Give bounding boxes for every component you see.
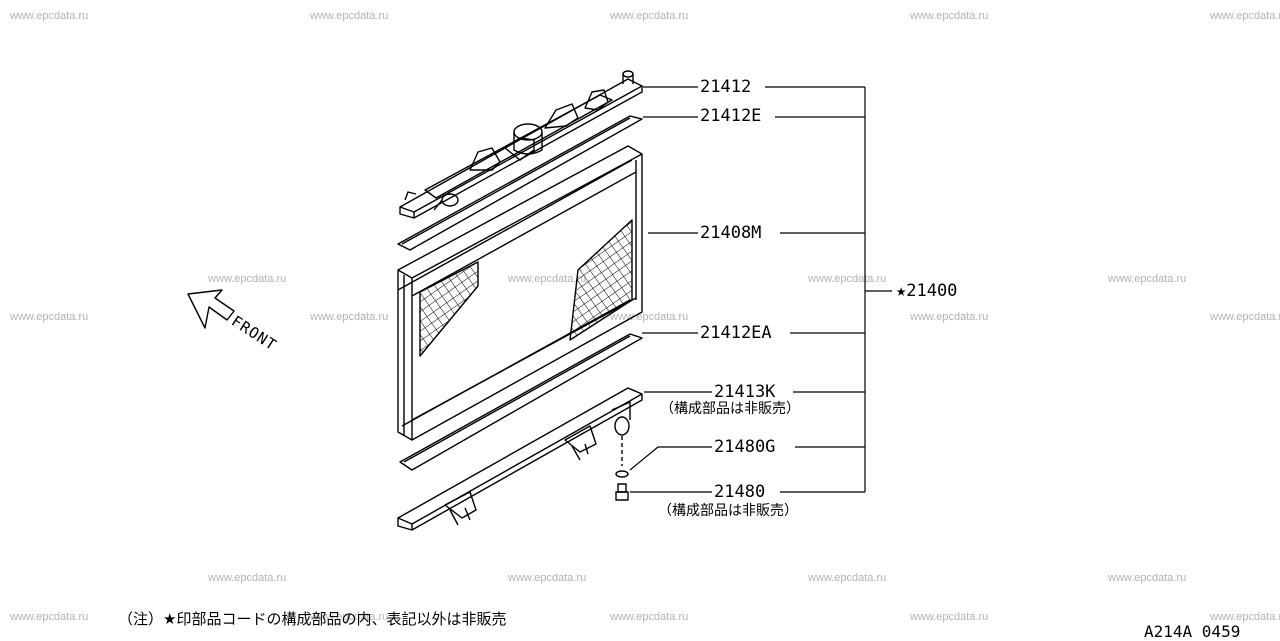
part-21408M-label: 21408M	[700, 223, 762, 243]
watermark: www.epcdata.ru	[310, 311, 389, 323]
watermark: www.epcdata.ru	[610, 10, 689, 22]
part-21480-note: （構成部品は非販売）	[658, 503, 798, 519]
lower-tank	[397, 387, 643, 531]
watermark: www.epcdata.ru	[310, 611, 389, 623]
part-21480G-label: 21480G	[714, 437, 776, 457]
watermark: www.epcdata.ru	[808, 273, 887, 285]
watermark: www.epcdata.ru	[208, 572, 287, 584]
watermark: www.epcdata.ru	[1108, 572, 1187, 584]
watermark: www.epcdata.ru	[208, 273, 287, 285]
watermark: www.epcdata.ru	[1108, 273, 1187, 285]
radiator-core	[397, 145, 643, 441]
diagram-code: A214A 0459	[1144, 622, 1241, 641]
watermark: www.epcdata.ru	[1210, 10, 1280, 22]
part-21412-label: 21412	[700, 77, 752, 97]
watermark: www.epcdata.ru	[508, 572, 587, 584]
watermark: www.epcdata.ru	[1210, 311, 1280, 323]
part-21413K-label: 21413K	[714, 382, 776, 402]
watermark: www.epcdata.ru	[910, 10, 989, 22]
part-21480-label: 21480	[714, 482, 766, 502]
watermark: www.epcdata.ru	[10, 611, 89, 623]
watermark: www.epcdata.ru	[508, 273, 587, 285]
watermark: www.epcdata.ru	[10, 311, 89, 323]
front-arrow-icon	[187, 289, 235, 329]
drain-washer	[615, 436, 629, 478]
watermark: www.epcdata.ru	[910, 611, 989, 623]
lower-seal	[399, 333, 643, 471]
watermark: www.epcdata.ru	[910, 311, 989, 323]
watermark: www.epcdata.ru	[610, 611, 689, 623]
drain-plug	[615, 483, 629, 501]
watermark: www.epcdata.ru	[10, 10, 89, 22]
part-21400-label: ★21400	[896, 281, 958, 301]
part-21412E-label: 21412E	[700, 106, 762, 126]
watermark: www.epcdata.ru	[310, 10, 389, 22]
upper-tank	[399, 70, 643, 219]
leader-lines	[629, 86, 892, 493]
part-21413K-note: （構成部品は非販売）	[660, 401, 800, 417]
part-21412EA-label: 21412EA	[700, 323, 772, 343]
footnote: （注）★印部品コードの構成部品の内、表記以外は非販売	[118, 610, 507, 628]
watermark: www.epcdata.ru	[808, 572, 887, 584]
watermark: www.epcdata.ru	[1210, 611, 1280, 623]
upper-seal	[397, 115, 643, 251]
watermark: www.epcdata.ru	[610, 311, 689, 323]
